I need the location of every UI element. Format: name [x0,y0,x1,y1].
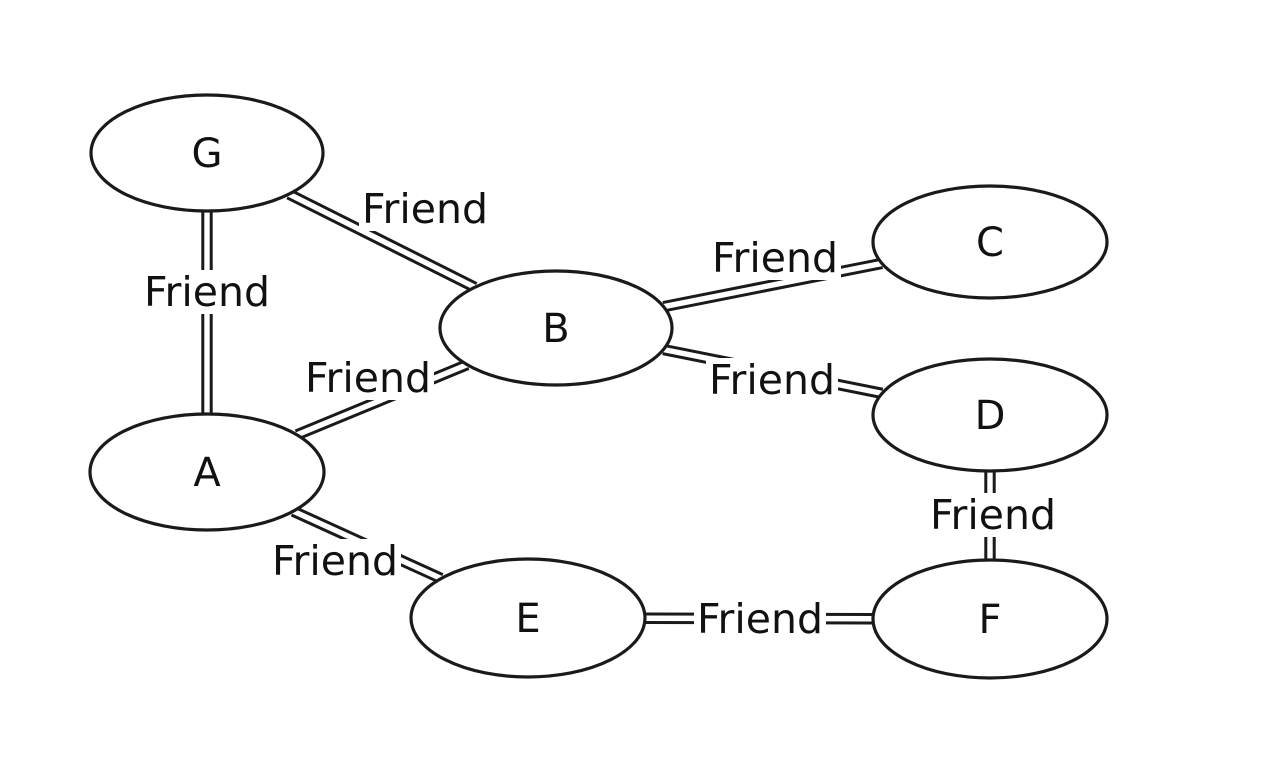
edge-label-text: Friend [709,356,835,404]
node-ellipse-shape [89,93,325,213]
edge-label-backdrop [709,236,841,280]
node-label-text: F [978,597,1001,643]
edge-label-text: Friend [697,595,823,643]
node-ellipse-shape [871,558,1109,680]
edge-label-backdrop [927,493,1059,537]
edge-label-backdrop [359,187,491,231]
edge-label-backdrop [706,358,838,402]
edge-label-text: Friend [362,185,488,233]
node-label-text: B [542,306,569,352]
edge-label-text: Friend [305,354,431,402]
node-b[interactable]: B [438,269,674,387]
edge-label-b-c: Friend [709,234,841,282]
node-c[interactable]: C [871,184,1109,300]
edge-label-text: Friend [930,491,1056,539]
edge-stroke [662,257,882,305]
edge-label-a-b: Friend [302,354,434,402]
edge-label-text: Friend [144,268,270,316]
edge-label-a-e: Friend [269,537,401,585]
edge-labels-layer: FriendFriendFriendFriendFriendFriendFrie… [141,185,1059,643]
edge-b-c[interactable] [662,257,884,313]
edge-label-backdrop [694,597,826,641]
nodes-layer: G B C A D E F [88,93,1109,680]
edge-label-text: Friend [272,537,398,585]
edge-label-text: Friend [712,234,838,282]
node-a[interactable]: A [88,412,326,532]
node-e[interactable]: E [409,557,647,679]
node-ellipse-shape [88,412,326,532]
node-label-text: C [976,220,1004,266]
edge-g-b[interactable] [286,188,478,293]
node-f[interactable]: F [871,558,1109,680]
node-ellipse-shape [438,269,674,387]
node-g[interactable]: G [89,93,325,213]
edge-stroke [286,196,474,293]
node-label-text: E [515,596,540,642]
edge-stroke [664,266,884,313]
node-ellipse-shape [871,357,1109,473]
node-ellipse-shape [409,557,647,679]
edge-label-backdrop [302,356,434,400]
edge-label-e-f: Friend [694,595,826,643]
node-ellipse-shape [871,184,1109,300]
node-label-text: D [975,393,1006,439]
edge-label-d-f: Friend [927,491,1059,539]
edge-label-g-a: Friend [141,268,273,316]
edge-label-backdrop [141,270,273,314]
edge-label-g-b: Friend [359,185,491,233]
node-label-text: A [193,450,221,496]
node-label-text: G [192,131,223,177]
edge-stroke [290,188,478,285]
edge-label-backdrop [269,539,401,583]
node-d[interactable]: D [871,357,1109,473]
edge-stroke [297,367,470,441]
edge-label-b-d: Friend [706,356,838,404]
